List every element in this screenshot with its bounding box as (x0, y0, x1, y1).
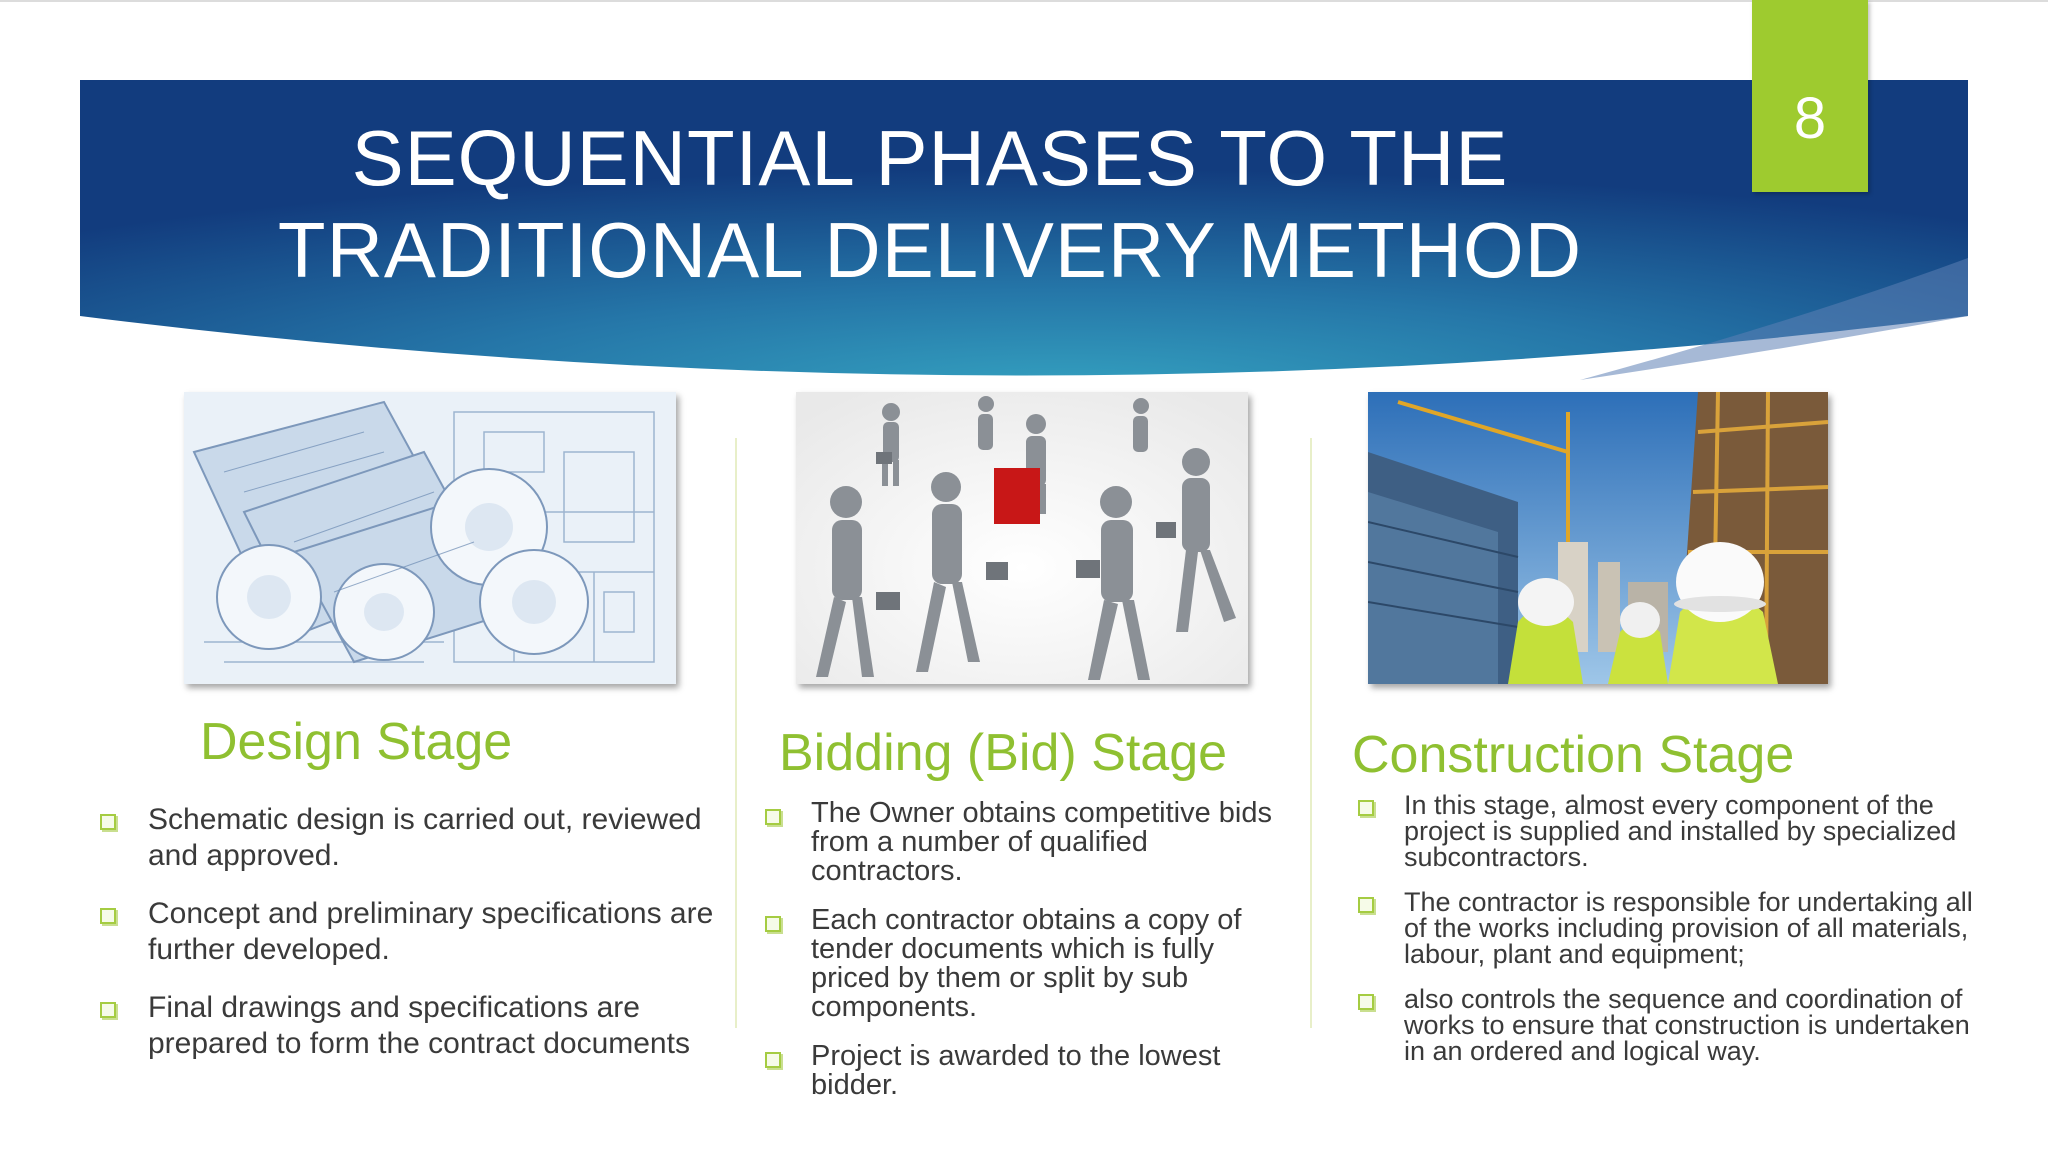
banner-background (80, 80, 1968, 380)
list-item: also controls the sequence and coordinat… (1358, 986, 1998, 1065)
column-divider-2 (1310, 438, 1312, 1028)
title-banner (80, 80, 1968, 380)
page-number: 8 (1793, 86, 1827, 151)
construction-stage-list: In this stage, almost every component of… (1358, 792, 1998, 1083)
list-item: Each contractor obtains a copy of tender… (765, 906, 1285, 1022)
bidding-stage-list: The Owner obtains competitive bids from … (765, 799, 1285, 1120)
top-border (0, 0, 2048, 2)
bidders-illustration (796, 392, 1248, 684)
checkbox-bullet-icon (765, 809, 781, 825)
bidding-stage-heading: Bidding (Bid) Stage (779, 724, 1228, 782)
construction-stage-image (1368, 392, 1828, 684)
list-item: Concept and preliminary specifications a… (100, 896, 720, 968)
construction-stage-heading: Construction Stage (1352, 726, 1795, 784)
checkbox-bullet-icon (100, 1002, 116, 1018)
checkbox-bullet-icon (765, 1052, 781, 1068)
bidding-stage-image (796, 392, 1248, 684)
title-line-1: SEQUENTIAL PHASES TO THE (351, 114, 1509, 202)
design-stage-image (184, 392, 676, 684)
construction-site-illustration (1368, 392, 1828, 684)
list-item: Schematic design is carried out, reviewe… (100, 802, 720, 874)
design-stage-list: Schematic design is carried out, reviewe… (100, 802, 720, 1084)
list-item: Final drawings and specifications are pr… (100, 990, 720, 1062)
checkbox-bullet-icon (100, 814, 116, 830)
checkbox-bullet-icon (1358, 994, 1374, 1010)
blueprint-rolls-illustration (184, 392, 676, 684)
design-stage-heading: Design Stage (200, 713, 513, 771)
checkbox-bullet-icon (1358, 897, 1374, 913)
page-number-badge: 8 (1752, 0, 1868, 192)
title-line-2: TRADITIONAL DELIVERY METHOD (277, 206, 1583, 294)
list-item: In this stage, almost every component of… (1358, 792, 1998, 871)
list-item: The Owner obtains competitive bids from … (765, 799, 1285, 886)
column-divider-1 (735, 438, 737, 1028)
list-item: The contractor is responsible for undert… (1358, 889, 1998, 968)
slide-title: SEQUENTIAL PHASES TO THE TRADITIONAL DEL… (200, 112, 1660, 296)
list-item: Project is awarded to the lowest bidder. (765, 1042, 1285, 1100)
checkbox-bullet-icon (100, 908, 116, 924)
checkbox-bullet-icon (1358, 800, 1374, 816)
checkbox-bullet-icon (765, 916, 781, 932)
